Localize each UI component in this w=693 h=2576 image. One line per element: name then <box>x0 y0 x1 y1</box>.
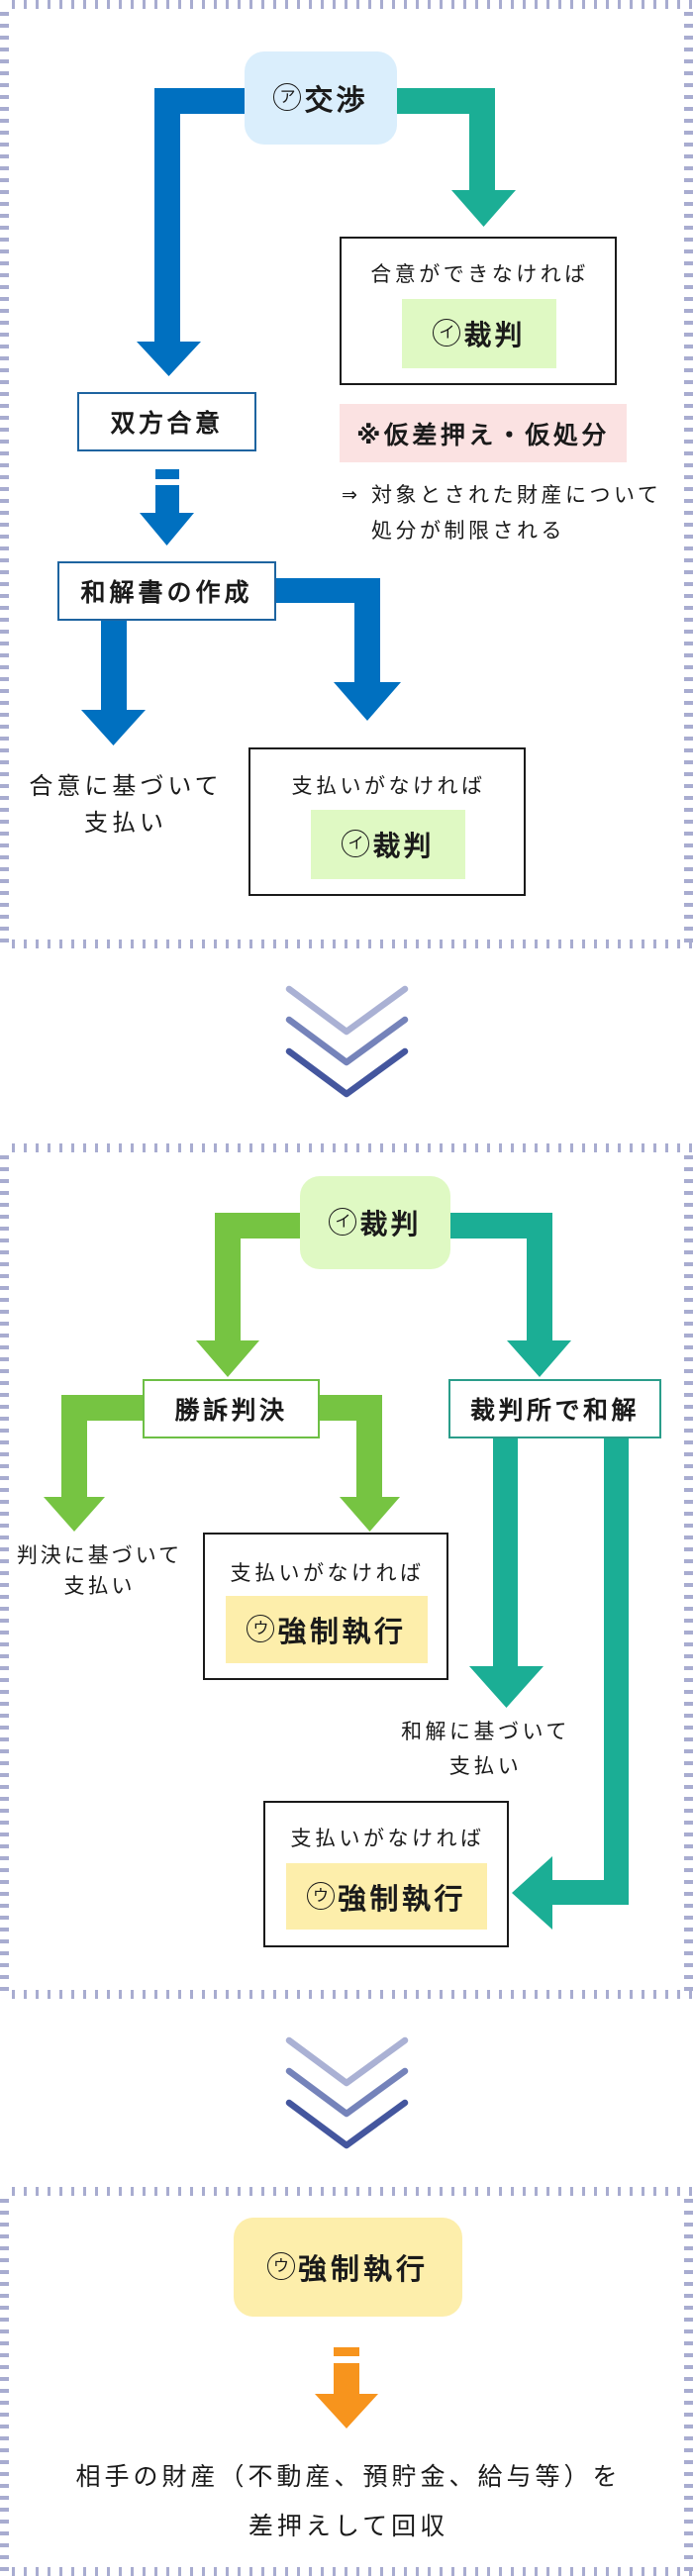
enforcement-result-node: ウ強制執行 <box>226 1596 428 1663</box>
arrow-trial-to-court-settlement <box>439 1213 571 1377</box>
no-payment-box: 支払いがなければ イ裁判 <box>248 747 526 896</box>
label-line: 合意に基づいて <box>29 772 223 800</box>
chevron-dark <box>285 1047 409 1098</box>
section-frame-enforcement: ウ強制執行 相手の財産（不動産、預貯金、給与等）を 差押えして回収 <box>0 2187 693 2576</box>
chevron-light <box>285 2036 409 2087</box>
arrow-settlement-document-to-payment <box>81 614 146 745</box>
chevron-light <box>285 985 409 1036</box>
arrow-negotiation-to-trial <box>386 88 516 227</box>
circled-marker-u: ウ <box>247 1615 275 1642</box>
payment-by-judgment-label: 判決に基づいて 支払い <box>0 1540 199 1602</box>
circled-marker-u: ウ <box>306 1881 335 1910</box>
no-agreement-condition: 合意ができなければ <box>370 262 589 286</box>
enforcement-label: 強制執行 <box>297 2252 429 2286</box>
arrow-mutual-agreement-to-settlement-document <box>140 485 194 545</box>
trial-label: 裁判 <box>463 319 526 351</box>
trial-node: イ裁判 <box>300 1176 450 1269</box>
section3-arrows <box>315 2347 378 2428</box>
section-frame-negotiation: ア交渉 合意ができなければ イ裁判 双方合意 ※仮差押え・仮処分 ⇒ 対象とされ… <box>0 0 693 948</box>
label-line: 支払い <box>63 1574 136 1598</box>
trial-label: 裁判 <box>359 1208 422 1240</box>
note-arrow-icon: ⇒ <box>342 484 357 506</box>
no-payment-settlement-box: 支払いがなければ ウ強制執行 <box>263 1801 509 1947</box>
trial-result-node: イ裁判 <box>311 810 465 879</box>
circled-marker-a: ア <box>273 83 302 111</box>
label-line: 和解に基づいて <box>401 1720 570 1743</box>
arrow-settlement-to-payment <box>469 1437 544 1708</box>
arrow-settlement-to-enforcement <box>512 1437 629 1930</box>
arrow-trial-to-winning-judgment <box>196 1213 312 1377</box>
provisional-note-text: 対象とされた財産について 処分が制限される <box>371 477 661 548</box>
label-line: 判決に基づいて <box>16 1543 183 1567</box>
section-frame-trial: イ裁判 勝訴判決 裁判所で和解 判決に基づいて 支払い 支払いがなければ ウ強制… <box>0 1143 693 1999</box>
note-line: 処分が制限される <box>371 519 565 543</box>
section2-arrows <box>44 1213 629 1930</box>
label-line: 支払い <box>448 1754 523 1778</box>
enforcement-outcome-text: 相手の財産（不動産、預貯金、給与等）を 差押えして回収 <box>0 2452 693 2551</box>
no-payment-judgment-box: 支払いがなければ ウ強制執行 <box>203 1533 448 1680</box>
arrow-dash-mutual-agreement <box>155 469 179 479</box>
court-settlement-box: 裁判所で和解 <box>448 1379 661 1438</box>
enforcement-label: 強制執行 <box>337 1881 466 1916</box>
circled-marker-i: イ <box>433 319 461 347</box>
trial-result-node: イ裁判 <box>402 299 556 368</box>
arrow-negotiation-to-mutual-agreement <box>137 88 257 376</box>
chevron-mid <box>285 2067 409 2118</box>
enforcement-label: 強制執行 <box>277 1615 407 1648</box>
triple-chevron-down-icon <box>285 2036 409 2149</box>
circled-marker-u: ウ <box>266 2252 295 2280</box>
section1-arrows <box>81 88 516 745</box>
negotiation-label: 交渉 <box>304 83 368 117</box>
no-payment-condition: 支払いがなければ <box>230 1561 425 1585</box>
arrow-judgment-to-payment <box>44 1395 148 1532</box>
winning-judgment-box: 勝訴判決 <box>143 1379 320 1438</box>
enforcement-node: ウ強制執行 <box>234 2218 462 2317</box>
payment-by-settlement-label: 和解に基づいて 支払い <box>385 1715 586 1784</box>
no-agreement-box: 合意ができなければ イ裁判 <box>340 237 617 385</box>
chevron-dark <box>285 2099 409 2149</box>
circled-marker-i: イ <box>342 830 370 857</box>
trial-label: 裁判 <box>372 830 435 862</box>
no-payment-condition: 支払いがなければ <box>290 1827 485 1850</box>
enforcement-result-node: ウ強制執行 <box>286 1863 487 1930</box>
circled-marker-i: イ <box>329 1208 357 1236</box>
note-line: 対象とされた財産について <box>371 483 662 507</box>
arrow-dash-enforcement <box>334 2347 359 2356</box>
arrow-settlement-document-to-no-payment <box>267 578 401 721</box>
arrow-judgment-to-enforcement <box>315 1395 400 1532</box>
negotiation-node: ア交渉 <box>245 51 397 145</box>
outcome-line: 相手の財産（不動産、預貯金、給与等）を <box>75 2462 622 2491</box>
arrow-enforcement-to-outcome <box>315 2363 378 2428</box>
payment-by-agreement-label: 合意に基づいて 支払い <box>0 768 251 842</box>
triple-chevron-down-icon <box>285 985 409 1098</box>
mutual-agreement-box: 双方合意 <box>77 392 256 451</box>
no-payment-condition: 支払いがなければ <box>291 774 486 798</box>
label-line: 支払い <box>84 809 167 837</box>
provisional-seizure-note: ※仮差押え・仮処分 <box>340 404 627 462</box>
chevron-mid <box>285 1016 409 1066</box>
outcome-line: 差押えして回収 <box>248 2512 449 2540</box>
settlement-document-box: 和解書の作成 <box>57 561 276 621</box>
